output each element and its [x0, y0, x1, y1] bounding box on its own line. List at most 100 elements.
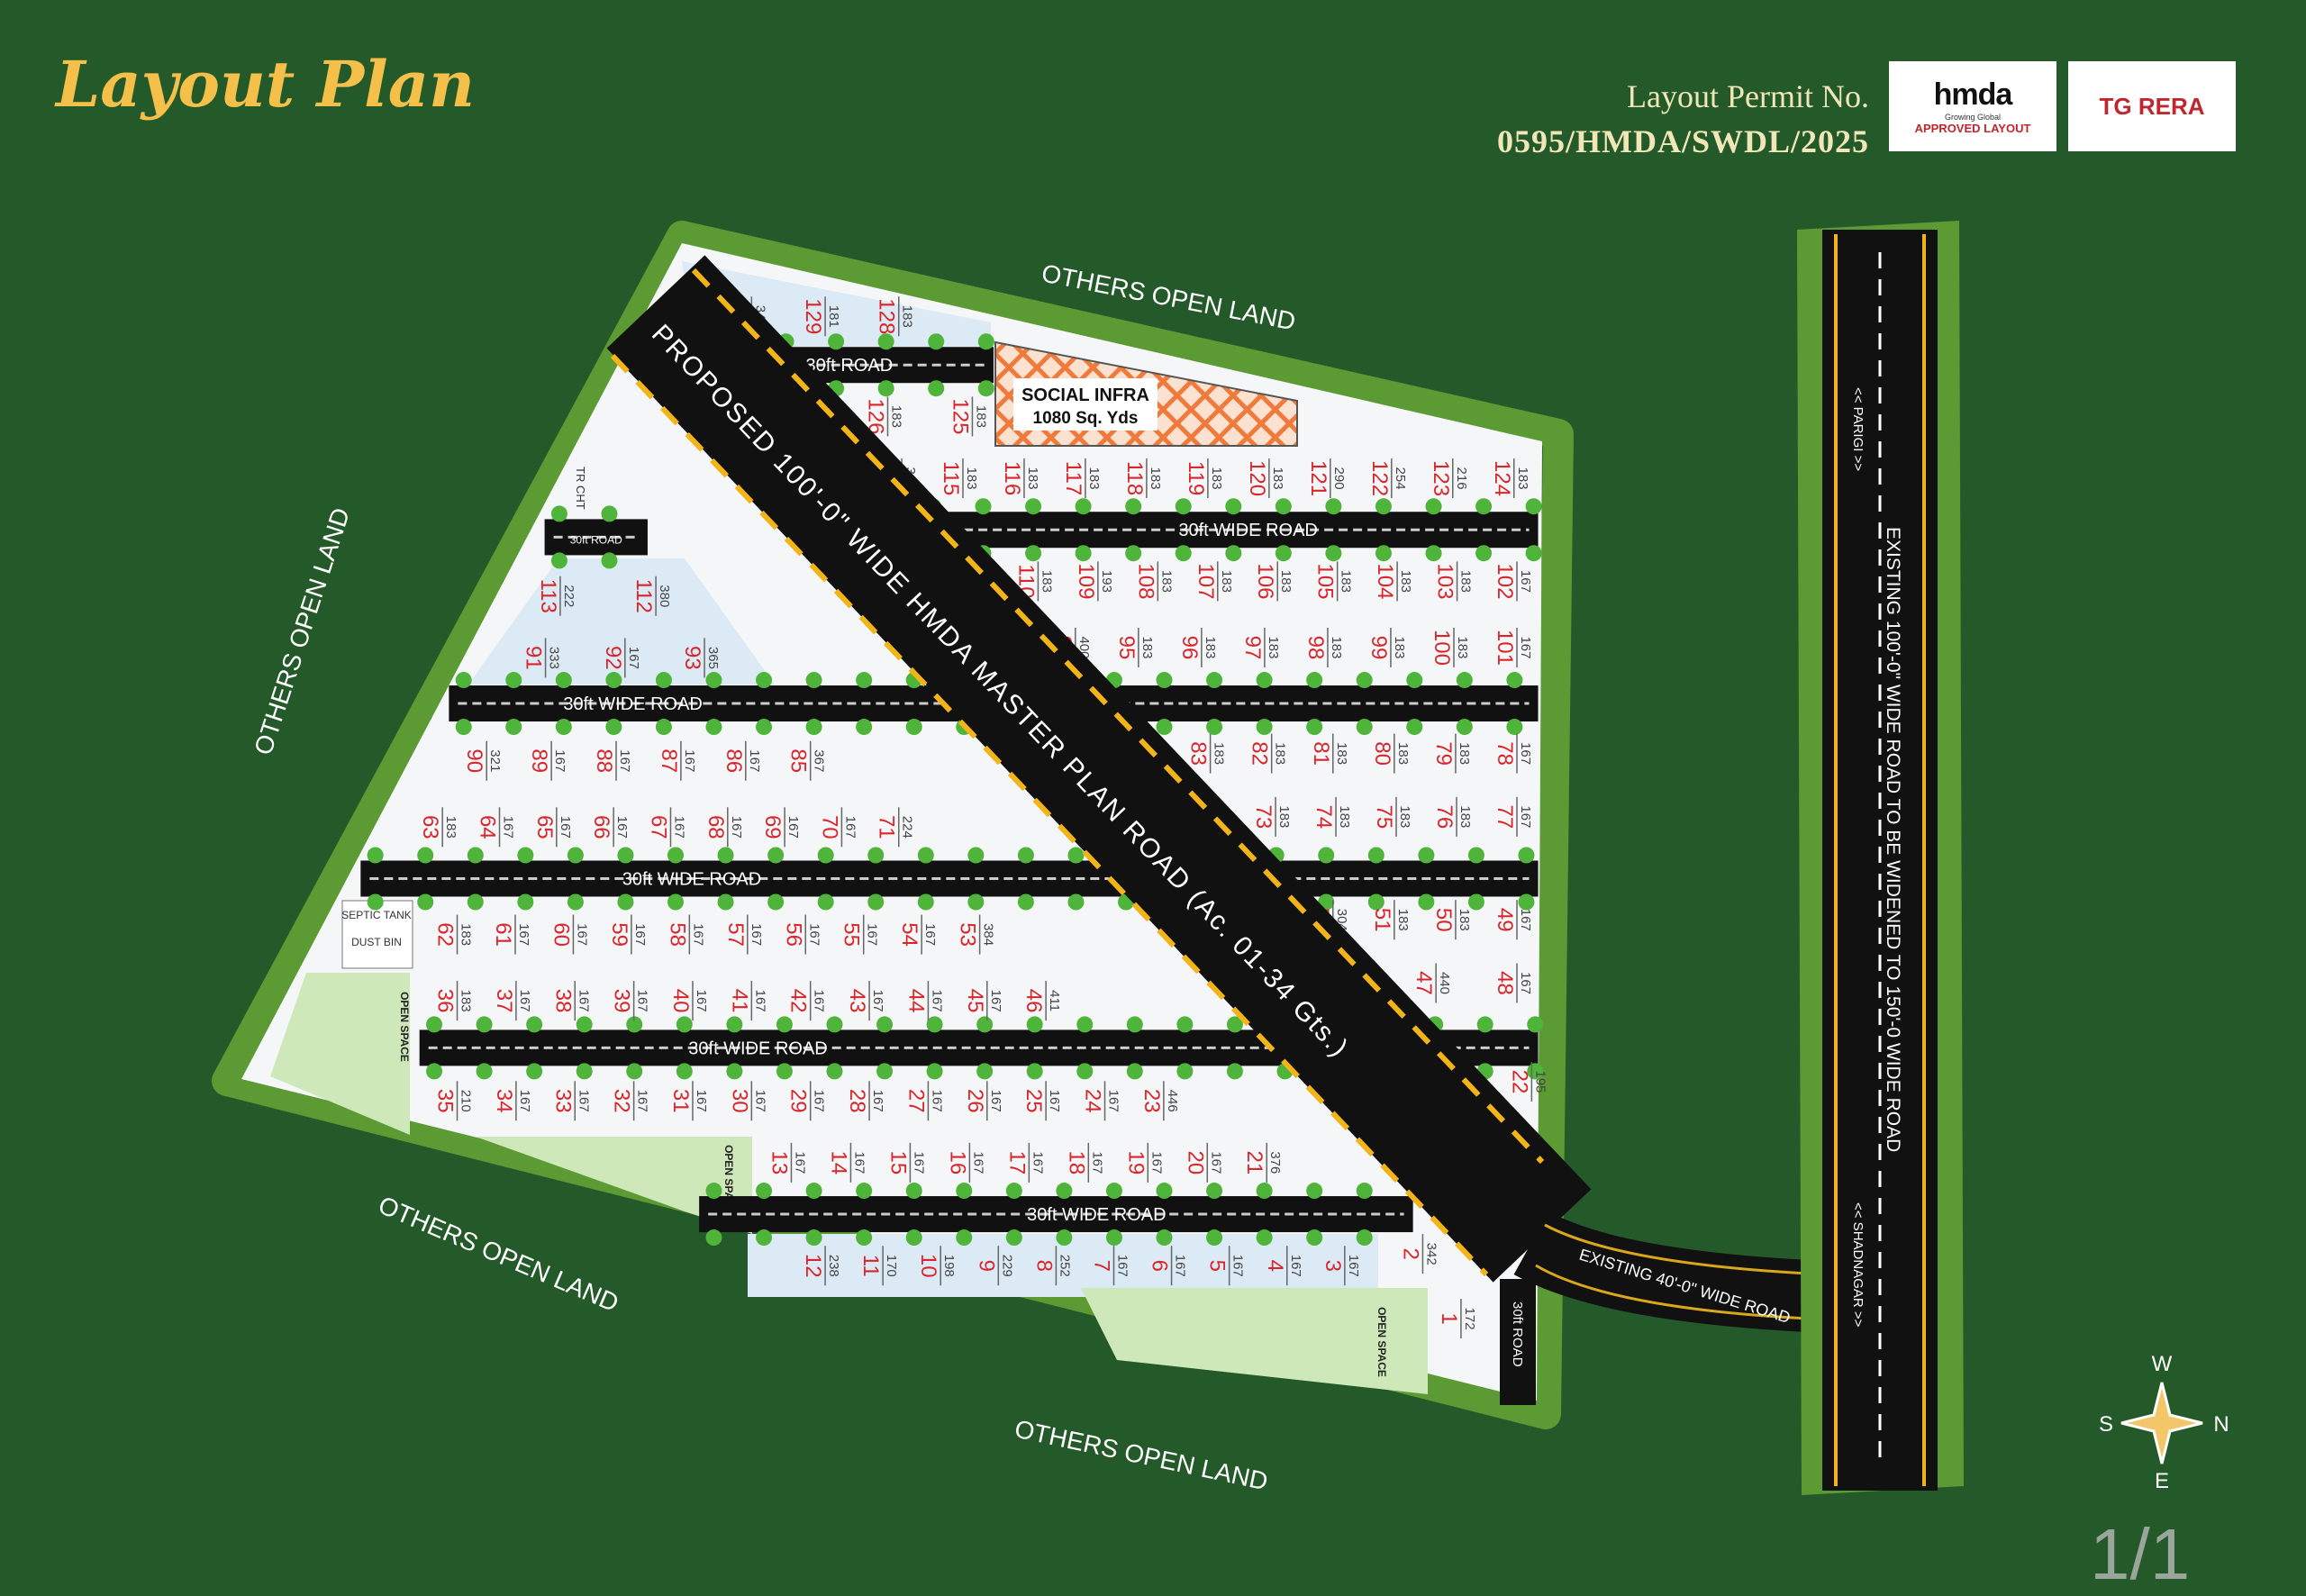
plot-14[interactable]: 16714 — [826, 1142, 867, 1183]
plot-61[interactable]: 16761 — [491, 914, 531, 955]
plot-35[interactable]: 21035 — [433, 1081, 474, 1121]
plot-40[interactable]: 16740 — [668, 981, 709, 1021]
plot-93[interactable]: 36593 — [680, 638, 721, 678]
plot-21[interactable]: 37621 — [1242, 1142, 1283, 1183]
plot-89[interactable]: 16789 — [527, 740, 567, 781]
plot-23[interactable]: 44623 — [1139, 1081, 1180, 1121]
plot-11[interactable]: 17011 — [858, 1246, 899, 1286]
plot-18[interactable]: 16718 — [1064, 1142, 1104, 1183]
plot-98[interactable]: 18398 — [1303, 627, 1344, 667]
plot-27[interactable]: 16727 — [903, 1081, 944, 1121]
plot-92[interactable]: 16792 — [601, 638, 641, 678]
plot-66[interactable]: 16766 — [589, 807, 630, 848]
plot-76[interactable]: 18376 — [1432, 796, 1473, 837]
plot-41[interactable]: 16741 — [727, 981, 767, 1021]
plot-73[interactable]: 18373 — [1251, 796, 1292, 837]
plot-49[interactable]: 16749 — [1493, 900, 1533, 940]
plot-95[interactable]: 18395 — [1114, 627, 1155, 667]
plot-90[interactable]: 32190 — [462, 740, 503, 781]
plot-118[interactable]: 183118 — [1122, 458, 1163, 499]
plot-5[interactable]: 1675 — [1205, 1246, 1246, 1286]
plot-38[interactable]: 16738 — [550, 981, 591, 1021]
plot-13[interactable]: 16713 — [767, 1142, 807, 1183]
plot-85[interactable]: 36785 — [786, 740, 827, 781]
plot-116[interactable]: 183116 — [1000, 458, 1040, 499]
plot-24[interactable]: 16724 — [1081, 1081, 1121, 1121]
plot-46[interactable]: 41146 — [1021, 981, 1062, 1021]
plot-58[interactable]: 16758 — [665, 914, 705, 955]
plot-108[interactable]: 183108 — [1133, 561, 1174, 602]
plot-44[interactable]: 16744 — [903, 981, 944, 1021]
plot-120[interactable]: 183120 — [1245, 458, 1285, 499]
plot-109[interactable]: 193109 — [1074, 561, 1114, 602]
plot-30[interactable]: 16730 — [727, 1081, 767, 1121]
plot-28[interactable]: 16728 — [845, 1081, 885, 1121]
plot-101[interactable]: 167101 — [1493, 627, 1533, 667]
plot-7[interactable]: 1677 — [1089, 1246, 1130, 1286]
plot-56[interactable]: 16756 — [781, 914, 822, 955]
plot-12[interactable]: 23812 — [801, 1246, 841, 1286]
plot-75[interactable]: 18375 — [1372, 796, 1412, 837]
plot-96[interactable]: 18396 — [1177, 627, 1218, 667]
plot-34[interactable]: 16734 — [492, 1081, 532, 1121]
plot-16[interactable]: 16716 — [945, 1142, 985, 1183]
plot-43[interactable]: 16743 — [845, 981, 885, 1021]
plot-70[interactable]: 16770 — [817, 807, 858, 848]
plot-87[interactable]: 16787 — [657, 740, 697, 781]
plot-48[interactable]: 16748 — [1493, 963, 1533, 1003]
plot-107[interactable]: 183107 — [1194, 561, 1234, 602]
plot-15[interactable]: 16715 — [885, 1142, 926, 1183]
plot-55[interactable]: 16755 — [840, 914, 880, 955]
plot-57[interactable]: 16757 — [723, 914, 764, 955]
plot-113[interactable]: 222113 — [536, 576, 576, 616]
plot-50[interactable]: 18350 — [1431, 900, 1472, 940]
plot-31[interactable]: 16731 — [668, 1081, 709, 1121]
plot-81[interactable]: 18381 — [1309, 733, 1349, 774]
plot-97[interactable]: 18397 — [1240, 627, 1281, 667]
plot-20[interactable]: 16720 — [1183, 1142, 1223, 1183]
plot-4[interactable]: 1674 — [1263, 1246, 1303, 1286]
plot-2[interactable]: 3422 — [1398, 1234, 1439, 1274]
plot-102[interactable]: 167102 — [1493, 561, 1533, 602]
plot-128[interactable]: 183128 — [875, 296, 915, 337]
plot-79[interactable]: 18379 — [1431, 733, 1472, 774]
plot-124[interactable]: 183124 — [1490, 458, 1530, 499]
plot-65[interactable]: 16765 — [532, 807, 573, 848]
plot-69[interactable]: 16769 — [760, 807, 801, 848]
plot-37[interactable]: 16737 — [492, 981, 532, 1021]
plot-106[interactable]: 183106 — [1253, 561, 1294, 602]
plot-39[interactable]: 16739 — [610, 981, 650, 1021]
plot-126[interactable]: 183126 — [863, 396, 903, 437]
plot-51[interactable]: 18351 — [1370, 900, 1411, 940]
plot-63[interactable]: 18363 — [418, 807, 458, 848]
plot-117[interactable]: 183117 — [1061, 458, 1102, 499]
plot-123[interactable]: 216123 — [1429, 458, 1469, 499]
plot-129[interactable]: 181129 — [801, 296, 841, 337]
plot-64[interactable]: 16764 — [476, 807, 516, 848]
plot-68[interactable]: 16768 — [704, 807, 744, 848]
plot-119[interactable]: 183119 — [1184, 458, 1224, 499]
plot-105[interactable]: 183105 — [1313, 561, 1354, 602]
plot-60[interactable]: 16760 — [549, 914, 589, 955]
plot-3[interactable]: 1673 — [1321, 1246, 1361, 1286]
plot-74[interactable]: 18374 — [1312, 796, 1352, 837]
plot-53[interactable]: 38453 — [956, 914, 996, 955]
plot-80[interactable]: 18380 — [1370, 733, 1411, 774]
plot-82[interactable]: 18382 — [1248, 733, 1288, 774]
plot-17[interactable]: 16717 — [1004, 1142, 1045, 1183]
plot-36[interactable]: 18336 — [433, 981, 474, 1021]
plot-110[interactable]: 183110 — [1013, 561, 1054, 602]
plot-77[interactable]: 16777 — [1493, 796, 1533, 837]
plot-112[interactable]: 380112 — [631, 576, 672, 616]
plot-83[interactable]: 18383 — [1186, 733, 1227, 774]
plot-26[interactable]: 16726 — [963, 1081, 1003, 1121]
plot-33[interactable]: 16733 — [550, 1081, 591, 1121]
plot-62[interactable]: 18362 — [433, 914, 474, 955]
plot-100[interactable]: 183100 — [1430, 627, 1470, 667]
plot-42[interactable]: 16742 — [786, 981, 827, 1021]
plot-9[interactable]: 2299 — [974, 1246, 1014, 1286]
plot-8[interactable]: 2528 — [1031, 1246, 1072, 1286]
plot-45[interactable]: 16745 — [963, 981, 1003, 1021]
plot-19[interactable]: 16719 — [1123, 1142, 1164, 1183]
plot-115[interactable]: 183115 — [939, 458, 979, 499]
